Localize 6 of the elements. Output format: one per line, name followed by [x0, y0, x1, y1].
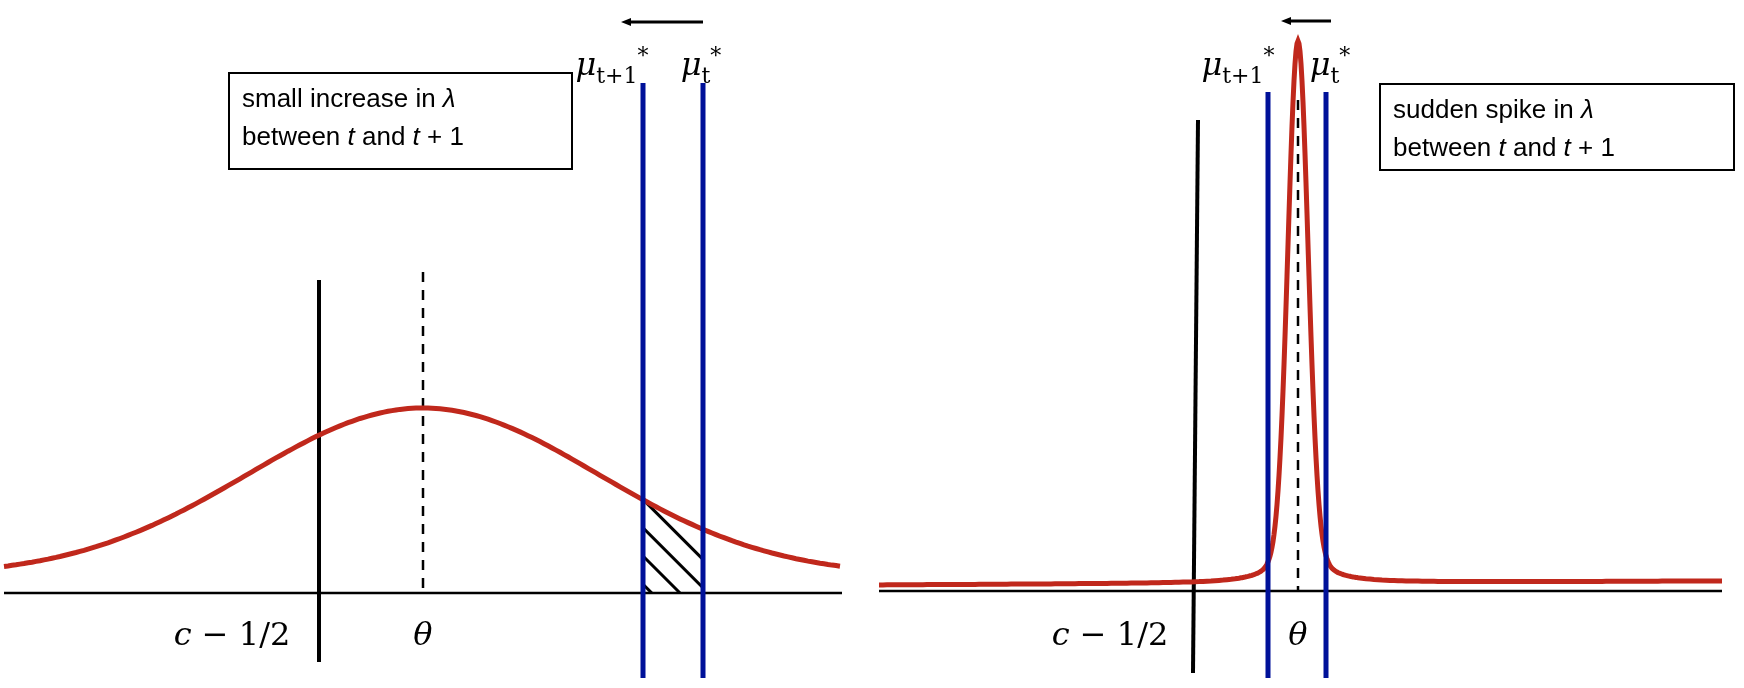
axis-label: θ: [1288, 618, 1308, 650]
axis-label: c − 1/2: [1051, 618, 1169, 650]
axis-label: θ: [413, 618, 433, 650]
annotation-box: sudden spike in λ between t and t + 1: [1379, 83, 1735, 171]
axis-label: c − 1/2: [173, 618, 291, 650]
annotation-box: small increase in λ between t and t + 1: [228, 72, 573, 170]
